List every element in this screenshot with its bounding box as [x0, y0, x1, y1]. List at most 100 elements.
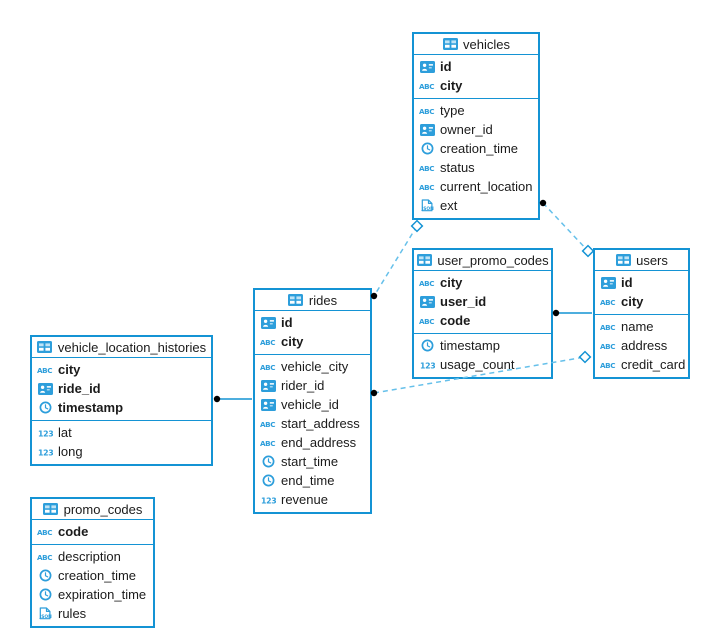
column-name: city [440, 275, 463, 290]
table-header: users [595, 250, 688, 271]
column-row-current_location: ABC current_location [414, 177, 538, 196]
svg-text:ABC: ABC [37, 553, 52, 562]
string-icon: ABC [600, 341, 616, 351]
number-icon: 123 [260, 495, 276, 505]
column-row-vehicle_id: vehicle_id [255, 395, 370, 414]
column-row-city: ABC city [414, 273, 551, 292]
column-name: ride_id [58, 381, 101, 396]
column-name: city [58, 362, 81, 377]
time-icon [260, 455, 276, 468]
string-icon: ABC [37, 552, 53, 562]
string-icon: ABC [419, 316, 435, 326]
uuid-icon [260, 316, 276, 329]
column-name: current_location [440, 179, 533, 194]
column-name: end_address [281, 435, 357, 450]
column-name: expiration_time [58, 587, 147, 602]
svg-text:ABC: ABC [419, 279, 434, 288]
column-name: city [281, 334, 304, 349]
svg-text:JSON: JSON [421, 206, 434, 212]
json-icon: JSON [419, 199, 435, 212]
string-icon: ABC [419, 106, 435, 116]
column-name: lat [58, 425, 72, 440]
uuid-icon [260, 398, 276, 411]
column-name: start_time [281, 454, 339, 469]
time-icon [37, 569, 53, 582]
column-row-id: id [255, 313, 370, 332]
svg-text:ABC: ABC [260, 338, 275, 347]
uuid-icon [37, 382, 53, 395]
string-icon: ABC [37, 365, 53, 375]
column-name: vehicle_id [281, 397, 339, 412]
column-name: id [440, 59, 452, 74]
column-row-end_time: end_time [255, 471, 370, 490]
table-icon [615, 254, 631, 266]
column-name: city [440, 78, 463, 93]
column-row-timestamp: timestamp [32, 398, 211, 417]
column-row-start_time: start_time [255, 452, 370, 471]
uuid-icon [600, 276, 616, 289]
svg-text:JSON: JSON [39, 614, 52, 620]
string-icon: ABC [419, 163, 435, 173]
table-icon [37, 341, 53, 353]
table-name: users [636, 252, 668, 268]
string-icon: ABC [260, 362, 276, 372]
column-name: id [281, 315, 293, 330]
svg-text:ABC: ABC [419, 164, 434, 173]
svg-text:ABC: ABC [260, 420, 275, 429]
column-name: owner_id [440, 122, 493, 137]
column-row-city: ABC city [255, 332, 370, 351]
relationship-line-vehicles-users [542, 202, 589, 252]
cardinality-diamond [581, 244, 595, 258]
column-name: creation_time [58, 568, 137, 583]
svg-text:ABC: ABC [600, 361, 615, 370]
string-icon: ABC [419, 278, 435, 288]
column-row-expiration_time: expiration_time [32, 585, 153, 604]
uuid-icon [419, 60, 435, 73]
table-name: vehicle_location_histories [57, 339, 207, 355]
table-name: vehicles [463, 36, 510, 52]
table-header: vehicles [414, 34, 538, 55]
column-name: status [440, 160, 475, 175]
column-row-timestamp: timestamp [414, 336, 551, 355]
string-icon: ABC [419, 81, 435, 91]
string-icon: ABC [260, 419, 276, 429]
time-icon [260, 474, 276, 487]
uuid-icon [260, 379, 276, 392]
primary-key-columns: ABC city ride_id timestamp [32, 358, 211, 421]
svg-text:ABC: ABC [419, 183, 434, 192]
svg-text:123: 123 [38, 429, 53, 438]
time-icon [419, 339, 435, 352]
column-name: ext [440, 198, 458, 213]
string-icon: ABC [260, 337, 276, 347]
column-name: id [621, 275, 633, 290]
column-name: timestamp [58, 400, 124, 415]
column-name: name [621, 319, 654, 334]
column-row-city: ABC city [414, 76, 538, 95]
table-name: rides [308, 292, 338, 308]
table-header: vehicle_location_histories [32, 337, 211, 358]
table-header: rides [255, 290, 370, 311]
